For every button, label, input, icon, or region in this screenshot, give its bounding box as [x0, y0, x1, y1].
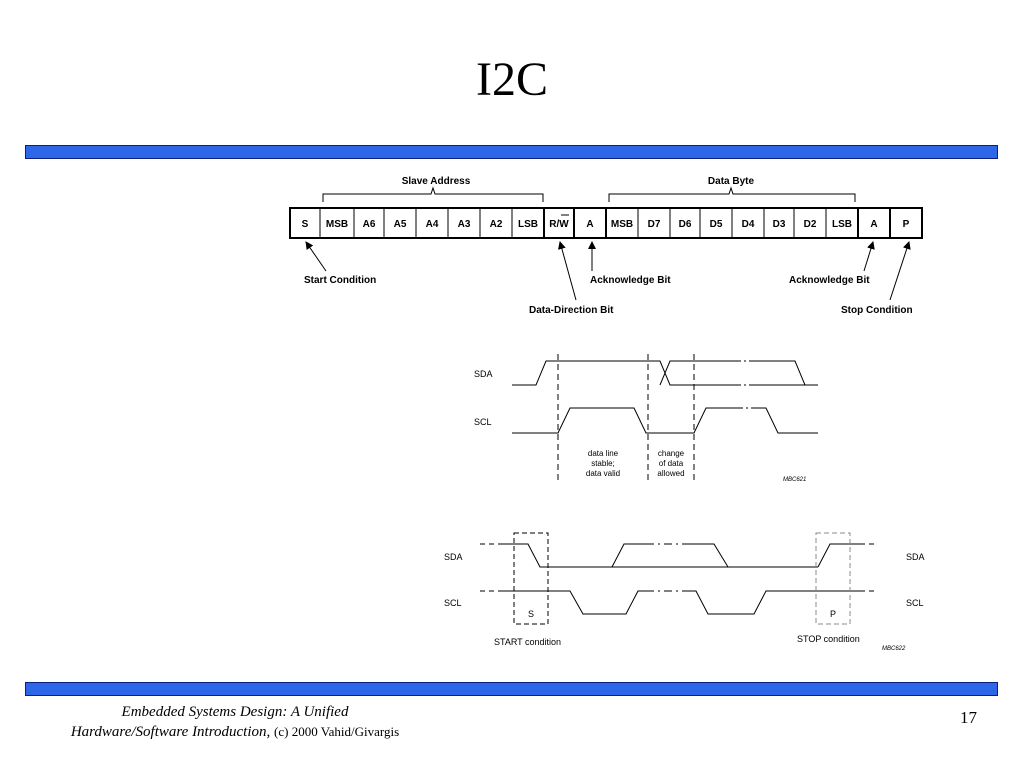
scl-left-label: SCL — [444, 598, 462, 608]
data-byte-label: Data Byte — [708, 176, 755, 187]
field-data-msb: MSB — [611, 219, 633, 230]
sda2-waveform — [500, 543, 612, 568]
footer-book-subtitle: Hardware/Software Introduction, — [70, 724, 271, 740]
frame-format: Slave Address Data Byte — [289, 176, 923, 316]
frame-dividers — [319, 208, 891, 238]
field-a3: A3 — [458, 219, 471, 230]
field-d5: D5 — [710, 219, 723, 230]
bottom-divider-bar — [25, 682, 998, 696]
field-data-lsb: LSB — [832, 219, 852, 230]
start-condition-arrow — [305, 241, 327, 272]
field-d7: D7 — [648, 219, 661, 230]
page-number: 17 — [960, 708, 977, 727]
scl-waveform — [512, 407, 737, 434]
footer-line-2: Hardware/Software Introduction, (c) 2000… — [0, 722, 470, 742]
field-ack-2: A — [870, 219, 877, 230]
stable-text-2: stable; — [591, 459, 615, 468]
field-rw: R/W — [549, 219, 569, 230]
field-d6: D6 — [679, 219, 692, 230]
figure-ref-1: MBC621 — [783, 477, 806, 483]
p-box-label: P — [830, 609, 836, 619]
stop-condition-box — [815, 532, 851, 625]
stop-condition-label: Stop Condition — [841, 305, 913, 316]
slide-title: I2C — [476, 53, 548, 106]
stable-text-3: data valid — [586, 469, 620, 478]
start-condition-box — [513, 532, 549, 625]
bit-transfer-timing: SDA SCL data line stable; data valid cha… — [474, 354, 818, 483]
field-a5: A5 — [394, 219, 407, 230]
scl-label: SCL — [474, 417, 492, 427]
field-d3: D3 — [773, 219, 786, 230]
data-direction-arrow — [558, 241, 577, 301]
stop-condition-text: STOP condition — [797, 634, 860, 644]
footer-citation: Embedded Systems Design: A Unified Hardw… — [0, 702, 470, 742]
sda-label: SDA — [474, 369, 493, 379]
sda-waveform-a — [512, 360, 683, 386]
field-a4: A4 — [426, 219, 439, 230]
field-a6: A6 — [363, 219, 376, 230]
field-a2: A2 — [490, 219, 503, 230]
field-p: P — [903, 219, 910, 230]
footer-copyright: (c) 2000 Vahid/Givargis — [274, 724, 400, 739]
data-direction-label: Data-Direction Bit — [529, 305, 614, 316]
figure-ref-2: MBC622 — [882, 646, 906, 652]
data-byte-brace — [608, 186, 856, 202]
scl-right-label: SCL — [906, 598, 924, 608]
footer-book-title: Embedded Systems Design: A Unified — [121, 704, 349, 720]
field-ack: A — [586, 219, 593, 230]
change-text-3: allowed — [657, 469, 684, 478]
start-condition-label: Start Condition — [304, 275, 376, 286]
ack-arrow-2 — [863, 241, 875, 272]
stop-condition-arrow — [889, 241, 911, 301]
ack-label-1: Acknowledge Bit — [590, 275, 671, 286]
change-text-2: of data — [659, 459, 684, 468]
field-lsb: LSB — [518, 219, 538, 230]
sda-left-label: SDA — [444, 552, 463, 562]
field-d2: D2 — [804, 219, 817, 230]
scl2-waveform — [500, 590, 646, 615]
change-text-1: change — [658, 449, 685, 458]
top-divider-bar — [25, 145, 998, 159]
slave-address-brace — [322, 186, 544, 202]
stable-text-1: data line — [588, 449, 619, 458]
field-d4: D4 — [742, 219, 755, 230]
sda-right-label: SDA — [906, 552, 925, 562]
start-stop-timing: SDA SCL SDA SCL S P START condition STOP… — [444, 532, 925, 652]
slave-address-label: Slave Address — [402, 176, 471, 187]
s-box-label: S — [528, 609, 534, 619]
field-msb: MSB — [326, 219, 348, 230]
sda-waveform-b — [659, 360, 683, 386]
field-s: S — [302, 219, 309, 230]
ack-label-2: Acknowledge Bit — [789, 275, 870, 286]
start-condition-text: START condition — [494, 637, 561, 647]
